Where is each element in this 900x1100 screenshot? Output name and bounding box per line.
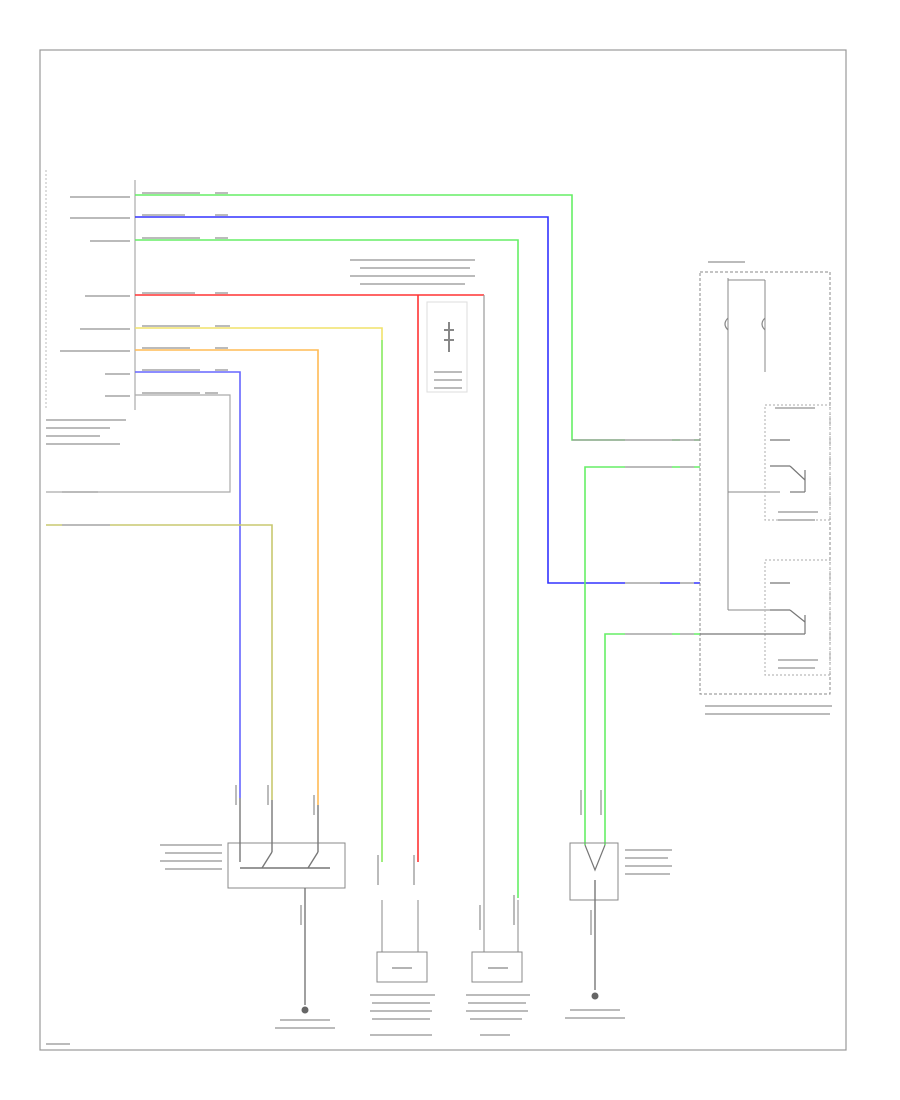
wire-yellow-green: [46, 524, 273, 800]
sensor-box-1: [376, 951, 428, 983]
sensor-label: [434, 371, 462, 389]
switch-contact-icon: [239, 798, 330, 869]
left-module-pin-labels: [60, 196, 130, 397]
center-connector-box: [426, 301, 468, 393]
electrical-center-box: [699, 271, 831, 695]
right-wire-tags: [625, 439, 694, 635]
left-module-name-label: [46, 419, 126, 445]
relay-switch-1: [764, 404, 831, 521]
sensor-box-2: [471, 951, 523, 983]
wire-green-5: [604, 633, 700, 845]
sensor-box-2-leads: [483, 900, 519, 952]
fuse-icon: [724, 317, 766, 331]
electrical-center-labels: [705, 261, 832, 715]
wire-green-2: [135, 239, 519, 898]
wire-blue-2: [135, 371, 241, 798]
sensor-box-1-leads: [381, 900, 419, 952]
right-switch-label: [625, 849, 672, 875]
wire-tag-marks: [62, 192, 230, 526]
right-switch-icon: [584, 844, 606, 872]
center-component-label: [350, 259, 475, 285]
ground-2-label: [565, 1009, 625, 1019]
ground-icon: [591, 992, 599, 1000]
ground-icon: [301, 1006, 309, 1014]
electrical-center-bus: [727, 278, 780, 611]
sensor-icon: [444, 322, 454, 352]
relay-switch-2: [700, 559, 831, 676]
wire-orange-1: [135, 349, 319, 805]
pressure-switch-label: [160, 844, 222, 870]
wire-green-4: [584, 466, 700, 845]
wire-blue-1: [135, 216, 700, 584]
pressure-switch-box: [227, 842, 346, 889]
right-switch-box: [569, 842, 619, 901]
wire-yellow-1: [135, 327, 383, 862]
sensor-box-1-label: [370, 994, 435, 1036]
sensor-box-2-label: [466, 994, 530, 1036]
wire-gray-1: [46, 394, 231, 493]
ground-1-label: [275, 1019, 335, 1029]
vertical-wire-tags: [235, 785, 602, 935]
diagram-frame: [39, 49, 847, 1051]
